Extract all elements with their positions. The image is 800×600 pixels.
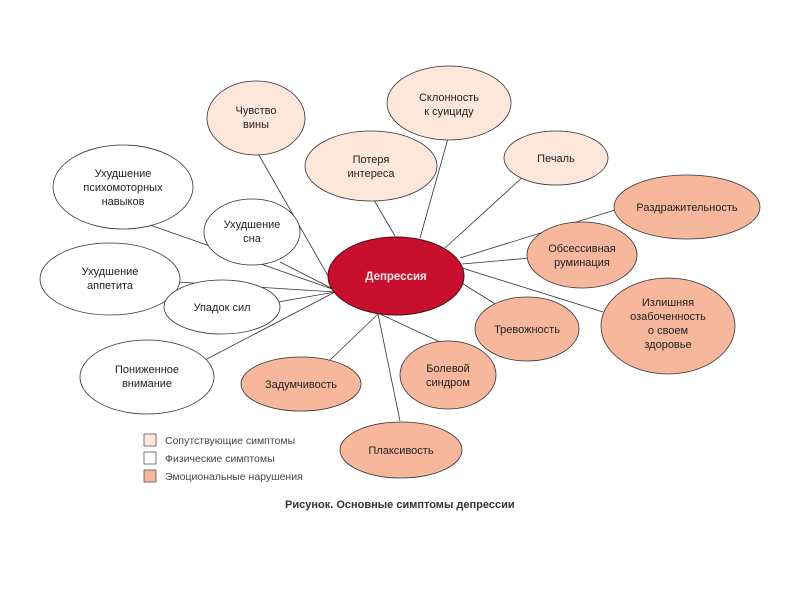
node-label: здоровье <box>644 339 691 351</box>
node-health: Излишняя озабоченность о своем здоровье <box>600 277 736 375</box>
node-label: Тревожность <box>494 324 560 336</box>
node-label: вины <box>243 119 269 131</box>
node-label: внимание <box>122 378 172 390</box>
node-psychomotor: Ухудшение психомоторных навыков <box>52 144 194 230</box>
node-label: Болевой <box>426 363 470 375</box>
node-label: навыков <box>102 196 145 208</box>
node-label: руминация <box>554 257 610 269</box>
node-label: Плаксивость <box>368 445 433 457</box>
node-label: озабоченность <box>630 311 706 323</box>
node-label: о своем <box>648 325 688 337</box>
hub-node-depression: Депрессия <box>327 236 465 316</box>
node-attention: Пониженное внимание <box>79 339 215 415</box>
node-anxiety: Тревожность <box>474 296 580 362</box>
node-label: интереса <box>347 168 395 180</box>
node-appetite: Ухудшение аппетита <box>39 242 181 316</box>
node-label: к суициду <box>424 106 474 118</box>
node-pain: Болевой синдром <box>399 340 497 410</box>
node-label: Излишняя <box>642 297 694 309</box>
legend-label: Эмоциональные нарушения <box>165 471 303 483</box>
node-label: синдром <box>426 377 470 389</box>
node-guilt: Чувство вины <box>206 80 306 156</box>
legend-swatch-concomitant <box>143 433 157 447</box>
node-label: сна <box>243 233 262 245</box>
node-label: Раздражительность <box>636 202 737 214</box>
node-pensiveness: Задумчивость <box>240 356 362 412</box>
legend-label: Физические симптомы <box>165 453 275 465</box>
figure-caption: Рисунок. Основные симптомы депрессии <box>285 499 515 511</box>
node-label: Задумчивость <box>265 379 337 391</box>
legend: Сопутствующие симптомы Физические симпто… <box>143 433 303 483</box>
node-label: Ухудшение <box>95 168 152 180</box>
node-tearfulness: Плаксивость <box>339 421 463 479</box>
node-rumination: Обсессивная руминация <box>526 221 638 289</box>
node-label: Обсессивная <box>548 243 616 255</box>
node-sleep: Ухудшение сна <box>203 198 301 266</box>
node-label: аппетита <box>87 280 134 292</box>
legend-swatch-physical <box>143 451 157 465</box>
node-interest: Потеря интереса <box>304 130 438 202</box>
node-sadness: Печаль <box>503 130 609 186</box>
node-label: психомоторных <box>83 182 163 194</box>
node-label: Потеря <box>353 154 390 166</box>
node-label: Ухудшение <box>224 219 281 231</box>
node-label: Пониженное <box>115 364 179 376</box>
legend-label: Сопутствующие симптомы <box>165 435 295 447</box>
node-suicide: Склонность к суициду <box>386 65 512 141</box>
node-label: Склонность <box>419 92 479 104</box>
node-fatigue: Упадок сил <box>163 279 281 335</box>
legend-swatch-emotional <box>143 469 157 483</box>
node-label: Упадок сил <box>193 302 250 314</box>
node-label: Печаль <box>537 153 575 165</box>
node-label: Ухудшение <box>82 266 139 278</box>
node-irritability: Раздражительность <box>613 174 761 240</box>
hub-label: Депрессия <box>365 271 427 283</box>
node-label: Чувство <box>236 105 277 117</box>
